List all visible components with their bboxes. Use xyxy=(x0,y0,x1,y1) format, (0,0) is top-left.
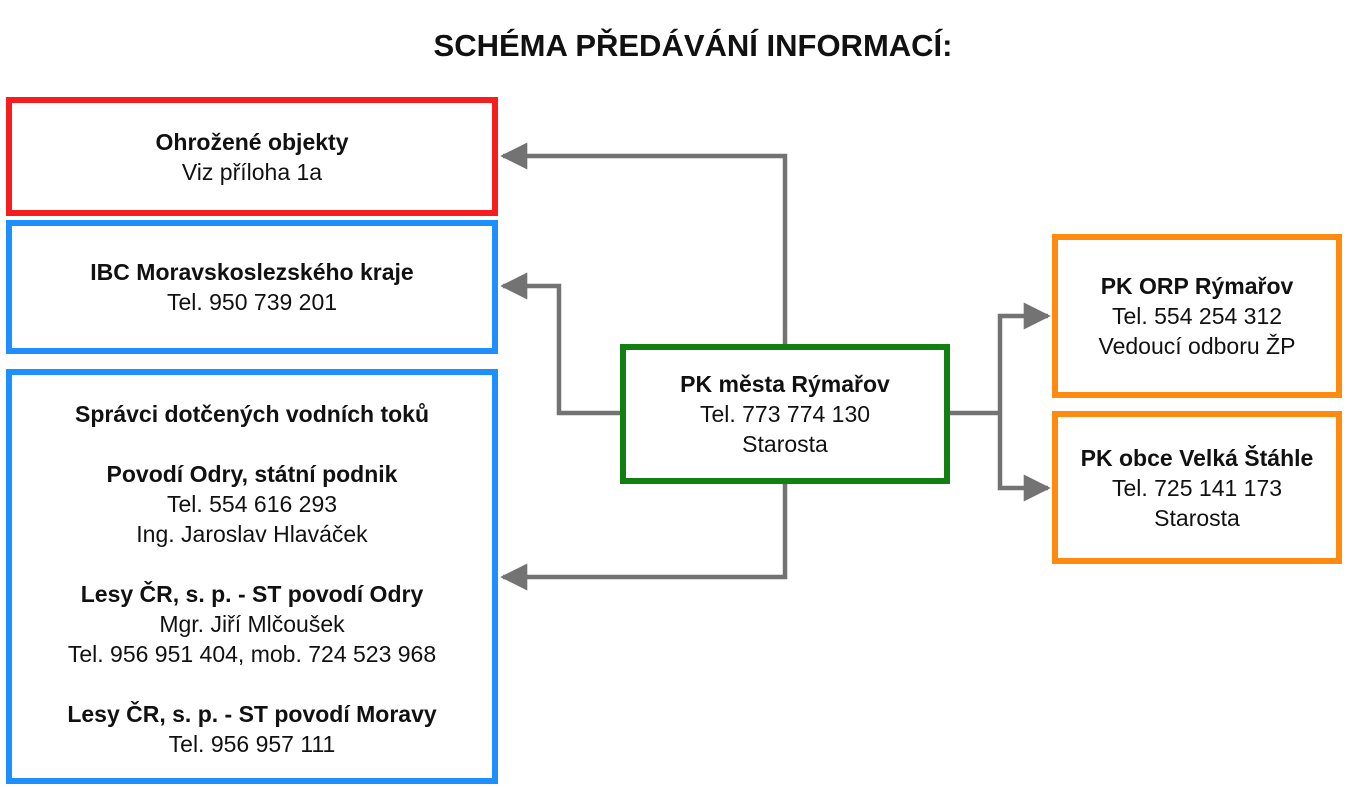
arrow-center-to-ibc xyxy=(500,272,620,416)
manager-group: Lesy ČR, s. p. - ST povodí Moravy Tel. 9… xyxy=(67,699,436,759)
manager-line: Mgr. Jiří Mlčoušek xyxy=(159,611,345,637)
diagram-title: SCHÉMA PŘEDÁVÁNÍ INFORMACÍ: xyxy=(433,28,953,63)
node-phone: Tel. 773 774 130 xyxy=(699,401,871,427)
node-velka-stahle: PK obce Velká Štáhle Tel. 725 141 173 St… xyxy=(1052,411,1342,564)
node-note: Viz příloha 1a xyxy=(181,158,323,185)
node-name: Ohrožené objekty xyxy=(155,128,349,155)
node-name: PK obce Velká Štáhle xyxy=(1080,444,1314,471)
manager-line: Ing. Jaroslav Hlaváček xyxy=(136,521,368,547)
node-phone: Tel. 950 739 201 xyxy=(166,289,338,315)
arrow-center-to-managers xyxy=(500,484,788,591)
node-phone: Tel. 725 141 173 xyxy=(1111,474,1283,501)
arrow-to-stahle xyxy=(997,413,1051,502)
manager-name: Lesy ČR, s. p. - ST povodí Moravy xyxy=(67,701,437,727)
manager-line: Tel. 956 951 404, mob. 724 523 968 xyxy=(67,641,437,667)
node-center-rymarov: PK města Rýmařov Tel. 773 774 130 Staros… xyxy=(620,344,950,484)
manager-name: Povodí Odry, státní podnik xyxy=(106,461,398,487)
node-heading: Správci dotčených vodních toků xyxy=(74,401,430,427)
node-role: Starosta xyxy=(1154,504,1240,531)
manager-name: Lesy ČR, s. p. - ST povodí Odry xyxy=(80,581,424,607)
arrow-to-orp xyxy=(997,302,1051,413)
node-name: IBC Moravskoslezského kraje xyxy=(90,259,414,285)
manager-group: Lesy ČR, s. p. - ST povodí Odry Mgr. Jiř… xyxy=(68,579,436,669)
node-ibc: IBC Moravskoslezského kraje Tel. 950 739… xyxy=(6,220,498,354)
node-phone: Tel. 554 254 312 xyxy=(1111,303,1283,329)
manager-line: Tel. 956 957 111 xyxy=(168,731,336,757)
node-name: PK města Rýmařov xyxy=(680,371,890,397)
node-orp-rymarov: PK ORP Rýmařov Tel. 554 254 312 Vedoucí … xyxy=(1052,234,1342,398)
node-water-managers: Správci dotčených vodních toků Povodí Od… xyxy=(6,369,498,784)
node-role: Starosta xyxy=(742,431,828,457)
arrow-center-to-threatened xyxy=(500,142,788,344)
node-threatened-objects: Ohrožené objekty Viz příloha 1a xyxy=(6,97,498,216)
node-role: Vedoucí odboru ŽP xyxy=(1098,333,1296,359)
manager-line: Tel. 554 616 293 xyxy=(166,491,338,517)
node-name: PK ORP Rýmařov xyxy=(1100,273,1294,299)
manager-group: Povodí Odry, státní podnik Tel. 554 616 … xyxy=(107,459,398,549)
